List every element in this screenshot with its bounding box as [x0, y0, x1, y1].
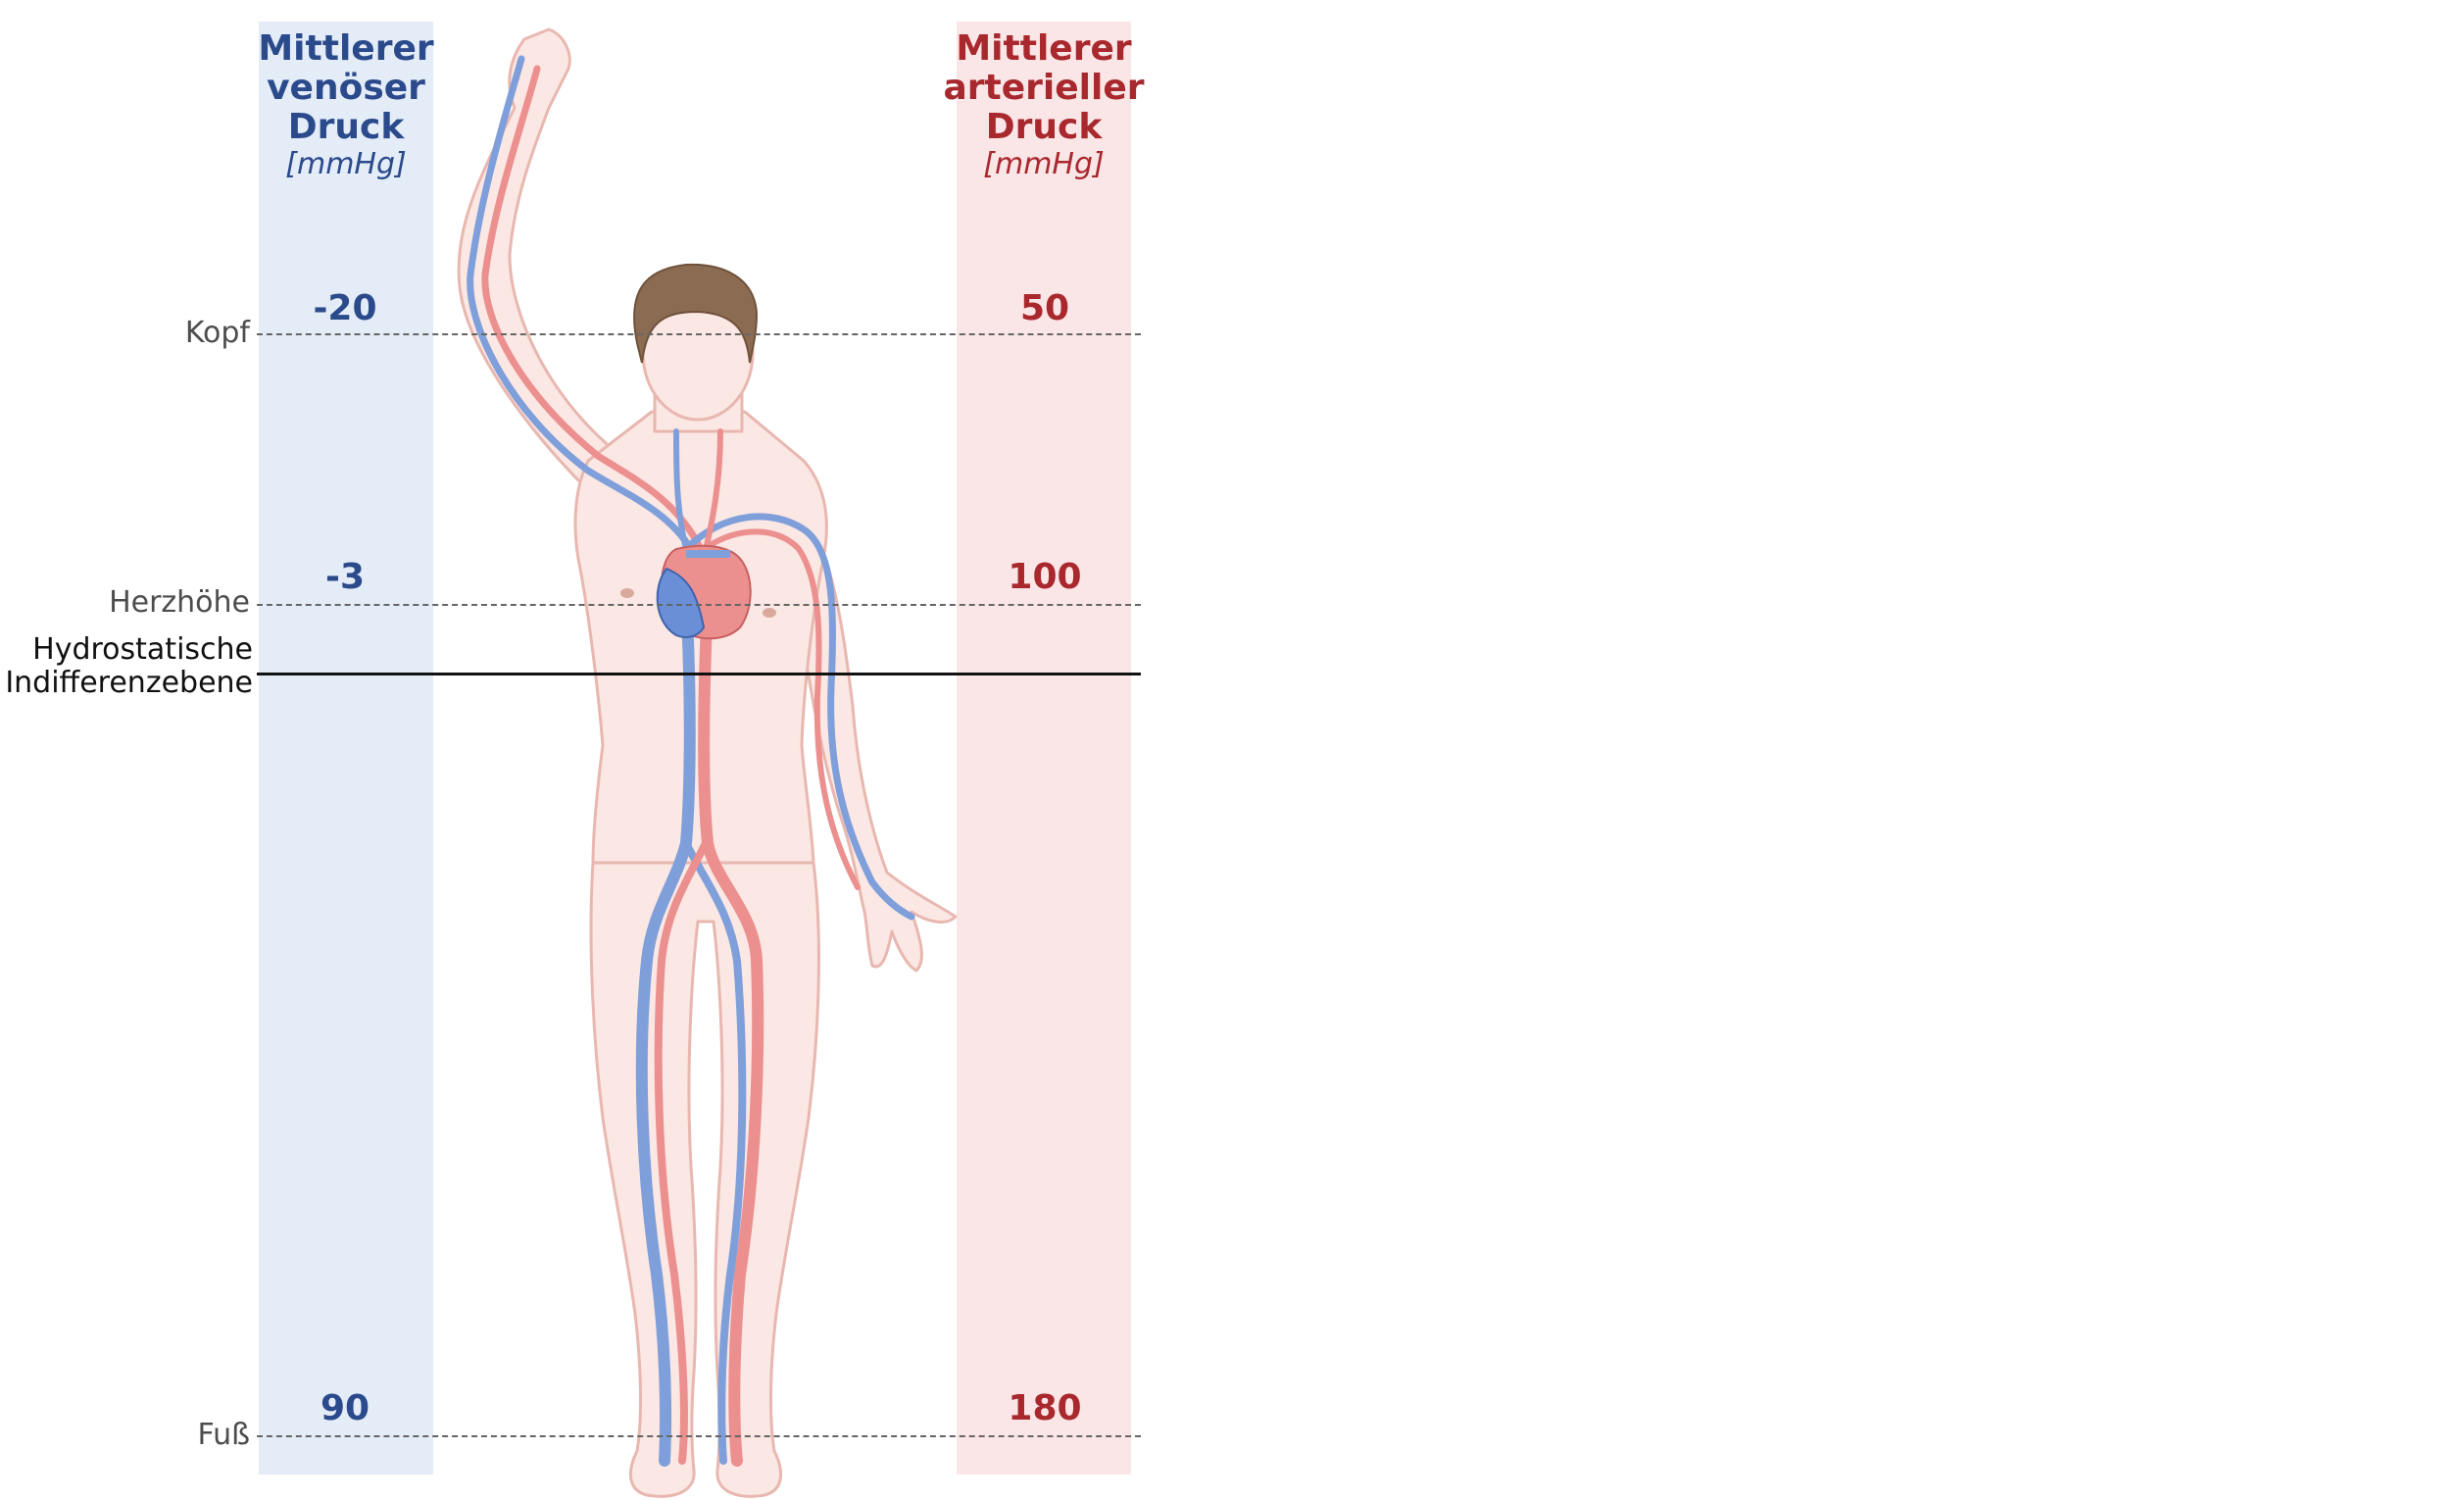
venous-pressure-band [259, 22, 433, 1475]
vessels [467, 55, 915, 1467]
level-line-heart [257, 604, 1141, 606]
aorta [698, 592, 764, 1467]
arterial-column-title: Mittlerer arterieller Druck [937, 29, 1151, 147]
heart-icon [656, 544, 752, 640]
level-label-heart: Herzhöhe [109, 585, 250, 620]
arterial-unit-label: [mmHg] [983, 147, 1105, 181]
artery-arm-raised [481, 65, 705, 553]
vein-arm-raised [467, 55, 695, 553]
arterial-pressure-band [957, 22, 1131, 1475]
level-line-foot [257, 1435, 1141, 1437]
arterial-title-line-1: Mittlerer [956, 28, 1132, 69]
nipple-right [763, 608, 776, 618]
venous-title-line-2: venöser [267, 68, 425, 108]
arterial-value-foot: 180 [1008, 1388, 1082, 1428]
artery-leg-right [654, 839, 710, 1465]
arterial-title-line-2: arterieller [943, 68, 1145, 108]
venous-value-head: -20 [313, 288, 377, 328]
arterial-value-head: 50 [1019, 288, 1070, 328]
level-line-head [257, 333, 1141, 335]
vein-arm-lowered [682, 513, 915, 921]
indifference-plane-label: Hydrostatische Indifferenzebene [0, 633, 253, 700]
venous-unit-label: [mmHg] [285, 147, 407, 181]
indifference-plane-label-line-2: Indifferenzebene [5, 666, 253, 700]
nipple-left [620, 588, 634, 598]
indifference-plane-line [257, 673, 1141, 675]
artery-neck [703, 428, 723, 552]
vein-neck [673, 428, 689, 552]
indifference-plane-label-line-1: Hydrostatische [32, 632, 253, 667]
arterial-value-heart: 100 [1008, 557, 1082, 597]
venous-column-title: Mittlerer venöser Druck [249, 29, 443, 147]
vein-leg-left [682, 839, 747, 1465]
vena-cava [635, 592, 696, 1467]
venous-value-foot: 90 [320, 1388, 370, 1428]
venous-title-line-1: Mittlerer [258, 28, 434, 69]
arterial-title-line-3: Druck [985, 107, 1103, 147]
venous-value-heart: -3 [325, 557, 365, 597]
level-label-head: Kopf [184, 316, 250, 350]
level-label-foot: Fuß [197, 1418, 250, 1452]
artery-arm-lowered [701, 528, 861, 890]
venous-title-line-3: Druck [287, 107, 405, 147]
